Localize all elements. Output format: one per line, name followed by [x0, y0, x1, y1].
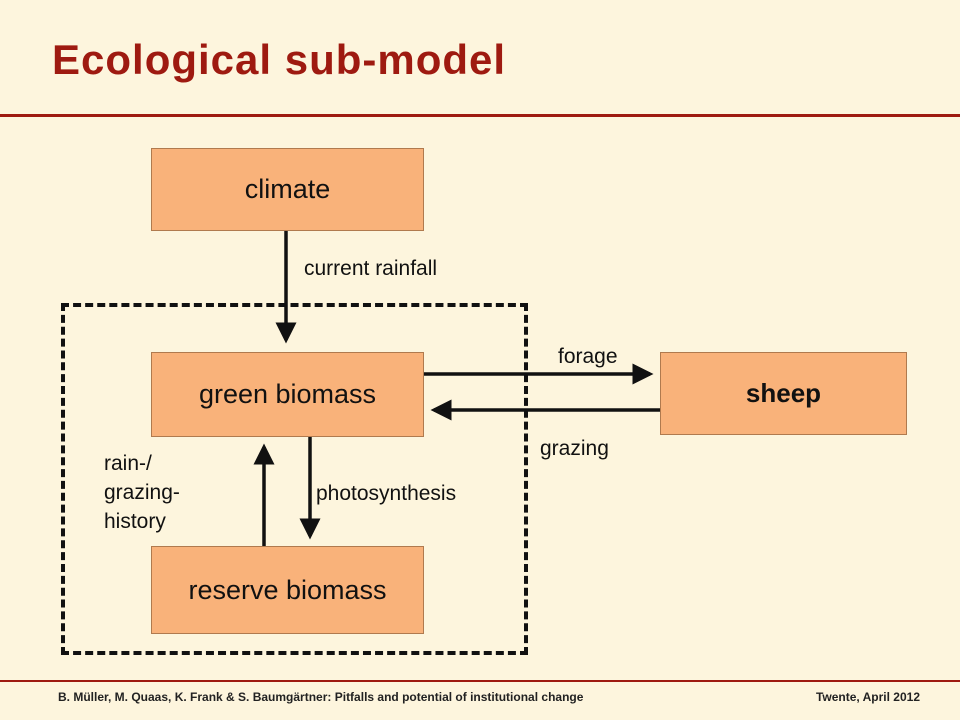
history-label-line3: history — [104, 510, 166, 533]
sheep-label: sheep — [745, 378, 822, 408]
history-label-line1: rain-/ — [104, 452, 152, 475]
ecological-boundary — [61, 303, 528, 655]
forage-label: forage — [558, 345, 618, 368]
title-divider — [0, 114, 960, 117]
footer-divider — [0, 680, 960, 682]
photosynthesis-label: photosynthesis — [316, 482, 457, 505]
grazing-label: grazing — [540, 437, 609, 460]
green-biomass-box: green biomass — [151, 352, 424, 437]
page-title: Ecological sub-model — [52, 36, 507, 83]
history-label-line2: grazing- — [104, 481, 180, 504]
green-biomass-label: green biomass — [198, 379, 377, 409]
reserve-biomass-box: reserve biomass — [151, 546, 424, 634]
sheep-box: sheep — [660, 352, 907, 435]
footer-authors: B. Müller, M. Quaas, K. Frank & S. Baumg… — [58, 690, 584, 704]
reserve-biomass-label: reserve biomass — [188, 574, 387, 605]
footer-venue-date: Twente, April 2012 — [815, 690, 920, 704]
current-rainfall-label: current rainfall — [304, 257, 438, 280]
climate-box: climate — [151, 148, 424, 231]
climate-label: climate — [244, 174, 331, 204]
history-label: rain-/ grazing- history — [104, 449, 180, 536]
